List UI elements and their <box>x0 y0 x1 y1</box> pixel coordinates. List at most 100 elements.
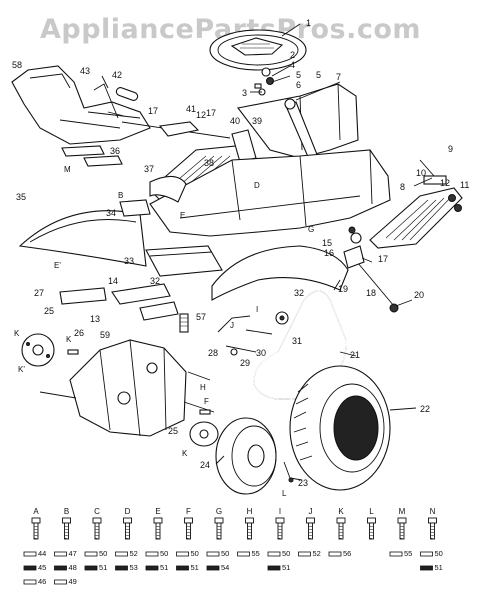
hardware-part-icon <box>23 579 37 585</box>
hardware-part-icon <box>115 551 128 557</box>
hardware-letter: A <box>33 507 39 516</box>
rear-fender-part[interactable] <box>18 210 147 267</box>
callout-7: 7 <box>336 72 341 82</box>
hardware-column-m: M55 <box>389 507 412 558</box>
letter-k-prime: K' <box>18 365 25 374</box>
hardware-letter: B <box>64 507 69 516</box>
hardware-item: 51 <box>145 563 168 572</box>
callout-15: 15 <box>322 238 332 248</box>
shaft-part[interactable] <box>343 245 399 313</box>
hardware-part-icon <box>237 551 250 557</box>
steering-hardware-part[interactable] <box>254 67 274 96</box>
callout-30: 30 <box>256 348 266 358</box>
hardware-item-number: 51 <box>99 563 107 572</box>
hardware-item: 51 <box>267 563 290 572</box>
right-footrest-part[interactable] <box>369 175 463 249</box>
callout-9: 9 <box>448 144 453 154</box>
bolt-icon <box>397 517 407 540</box>
bolt-icon <box>336 517 346 540</box>
key-part[interactable] <box>67 349 211 415</box>
battery-tray-part[interactable] <box>145 245 223 277</box>
hardware-letter: I <box>279 507 281 516</box>
callout-23: 23 <box>298 478 308 488</box>
hardware-letter: G <box>216 507 222 516</box>
hardware-item-number: 52 <box>130 549 138 558</box>
hardware-letter: H <box>247 507 253 516</box>
letter-f: F <box>204 397 209 406</box>
footrest-knob-part[interactable] <box>448 194 462 212</box>
bolt-icon <box>428 517 437 540</box>
hardware-part-icon <box>298 551 311 557</box>
hardware-item-number: 56 <box>343 549 351 558</box>
bracket-part[interactable] <box>158 121 200 137</box>
hardware-part-icon <box>328 551 342 557</box>
hardware-part-icon <box>176 551 189 557</box>
steering-wheel-part[interactable] <box>209 29 307 71</box>
callout-36: 36 <box>110 146 120 156</box>
hardware-letter: L <box>369 507 374 516</box>
hardware-item: 50 <box>176 549 199 558</box>
axle-hub-part[interactable] <box>21 333 55 367</box>
callout-41: 41 <box>186 104 196 114</box>
wheel-rim-part[interactable] <box>215 417 277 495</box>
small-bushing-part[interactable] <box>348 226 362 244</box>
callout-3: 3 <box>242 88 247 98</box>
hardware-item: 45 <box>23 563 46 572</box>
callout-57: 57 <box>196 312 206 322</box>
callout-25: 25 <box>44 306 54 316</box>
bolt-icon <box>153 517 163 540</box>
hardware-item-number: 50 <box>282 549 290 558</box>
hardware-item-number: 53 <box>130 563 138 572</box>
callout-37: 37 <box>144 164 154 174</box>
hardware-item: 50 <box>84 549 107 558</box>
shift-linkage-part[interactable] <box>187 315 273 381</box>
rear-tire-part[interactable] <box>289 365 391 491</box>
callout-5: 5 <box>316 70 321 80</box>
hardware-letter: K <box>338 507 344 516</box>
hardware-item: 50 <box>420 549 443 558</box>
callout-12: 12 <box>196 110 206 120</box>
footrest-bracket-part[interactable] <box>231 129 257 163</box>
seat-part[interactable] <box>11 65 151 145</box>
pulley-part[interactable] <box>275 311 289 325</box>
bolt-icon <box>184 517 193 540</box>
frame-part[interactable] <box>149 149 391 237</box>
callout-39: 39 <box>252 116 262 126</box>
hardware-item: 54 <box>206 563 229 572</box>
linkage-bracket-part[interactable] <box>59 283 179 321</box>
lift-lever-part[interactable] <box>93 83 139 119</box>
fender-bracket-part[interactable] <box>119 175 187 217</box>
hardware-part-icon <box>389 551 403 557</box>
hardware-item-number: 55 <box>404 549 412 558</box>
hardware-item-number: 50 <box>99 549 107 558</box>
callout-22: 22 <box>420 404 430 414</box>
hardware-item: 50 <box>267 549 290 558</box>
hardware-item-number: 45 <box>38 563 46 572</box>
valve-stem-part[interactable] <box>283 461 294 483</box>
callout-25: 25 <box>168 426 178 436</box>
callout-12: 12 <box>440 178 450 188</box>
hardware-part-icon <box>145 551 159 557</box>
seat-bracket-part[interactable] <box>61 145 123 167</box>
wheel-housing-part[interactable] <box>211 245 349 301</box>
bolt-icon <box>31 517 41 540</box>
hardware-part-icon <box>115 565 128 571</box>
hardware-item: 52 <box>115 549 138 558</box>
letter-k: K <box>66 335 72 344</box>
transaxle-part[interactable] <box>39 339 215 437</box>
axle-hub-part[interactable] <box>189 421 219 447</box>
hardware-item-number: 54 <box>221 563 229 572</box>
callout-32: 32 <box>150 276 160 286</box>
callout-11: 11 <box>460 180 469 190</box>
hardware-column-d: D 52 53 <box>115 507 138 572</box>
hardware-letter: D <box>125 507 131 516</box>
letter-g: G <box>308 225 314 234</box>
hardware-item: 52 <box>298 549 321 558</box>
hardware-item-number: 51 <box>282 563 290 572</box>
spring-part[interactable] <box>179 313 189 333</box>
